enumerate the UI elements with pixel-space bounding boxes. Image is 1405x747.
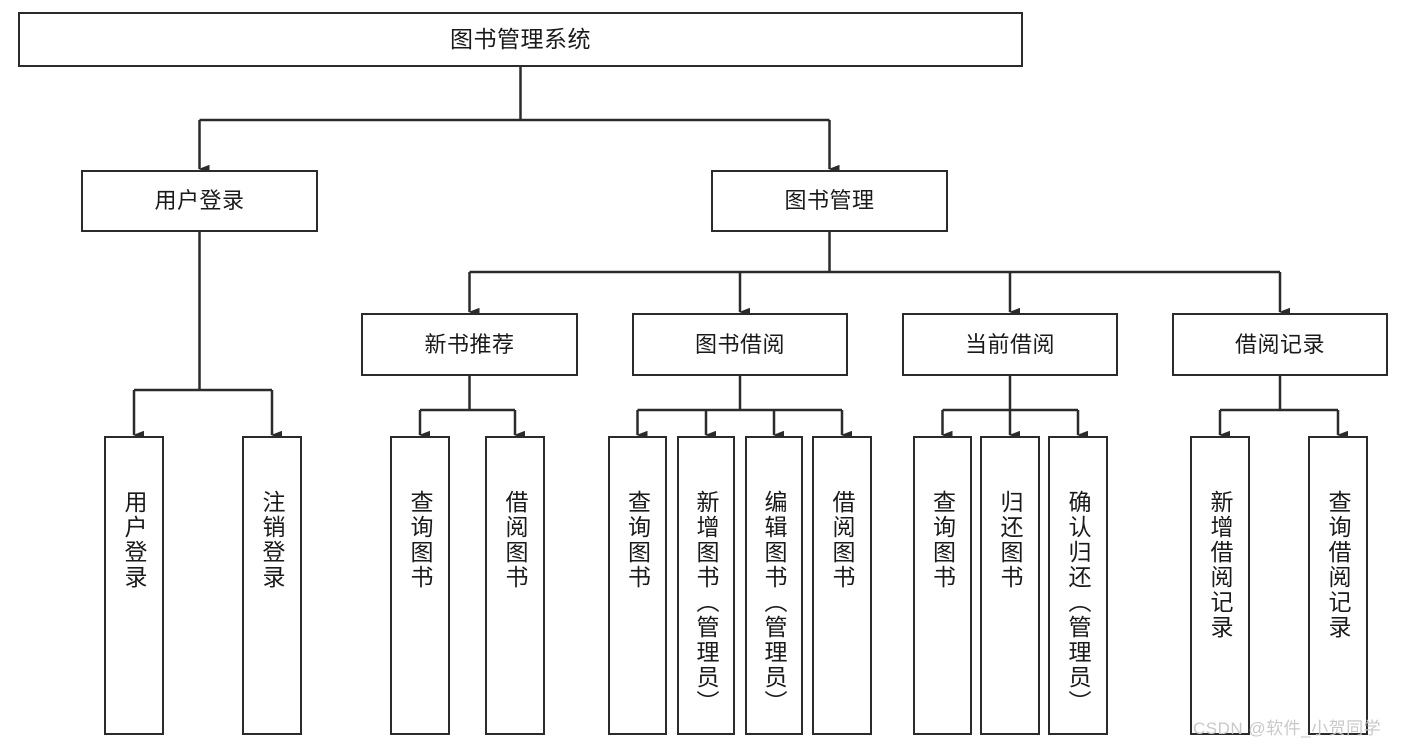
csdn-watermark: CSDN @软件_小贺同学: [1193, 719, 1382, 738]
node-label: 图书借阅: [694, 331, 785, 357]
node-label: 新增借阅记录: [1207, 490, 1234, 640]
edge-lines: [132, 67, 1348, 440]
node-label: 图书管理: [784, 188, 875, 214]
node-label: 归还图书: [997, 490, 1024, 590]
node-n7[interactable]: 用户登录: [104, 436, 164, 735]
node-n10[interactable]: 借阅图书: [485, 436, 545, 735]
node-n11[interactable]: 查询图书: [608, 436, 667, 735]
node-n18[interactable]: 新增借阅记录: [1190, 436, 1250, 735]
node-n4[interactable]: 图书借阅: [632, 313, 848, 376]
node-n16[interactable]: 归还图书: [980, 436, 1040, 735]
node-n17[interactable]: 确认归还（管理员）: [1048, 436, 1108, 735]
node-label: 查询图书: [929, 490, 956, 590]
node-n5[interactable]: 当前借阅: [902, 313, 1118, 376]
node-n14[interactable]: 借阅图书: [812, 436, 872, 735]
node-label: 图书管理系统: [450, 25, 591, 52]
node-label: 借阅图书: [829, 490, 856, 590]
node-n15[interactable]: 查询图书: [913, 436, 972, 735]
node-label: 用户登录: [121, 490, 148, 590]
node-n19[interactable]: 查询借阅记录: [1308, 436, 1368, 735]
node-n1[interactable]: 用户登录: [81, 170, 318, 232]
node-label: 借阅图书: [502, 490, 529, 590]
node-label: 新增图书（管理员）: [693, 490, 720, 715]
node-label: 查询图书: [407, 490, 434, 590]
node-label: 编辑图书（管理员）: [761, 490, 788, 715]
node-label: 用户登录: [154, 188, 245, 214]
node-label: 借阅记录: [1234, 331, 1325, 357]
node-n2[interactable]: 图书管理: [711, 170, 948, 232]
node-n13[interactable]: 编辑图书（管理员）: [745, 436, 803, 735]
node-n3[interactable]: 新书推荐: [361, 313, 578, 376]
node-n0[interactable]: 图书管理系统: [18, 12, 1023, 67]
node-label: 注销登录: [259, 490, 286, 590]
node-n8[interactable]: 注销登录: [242, 436, 302, 735]
node-label: 当前借阅: [964, 331, 1055, 357]
node-label: 查询借阅记录: [1325, 490, 1352, 640]
node-label: 查询图书: [624, 490, 651, 590]
node-n9[interactable]: 查询图书: [390, 436, 450, 735]
node-n6[interactable]: 借阅记录: [1172, 313, 1388, 376]
node-label: 新书推荐: [424, 331, 515, 357]
node-label: 确认归还（管理员）: [1065, 490, 1092, 715]
node-n12[interactable]: 新增图书（管理员）: [677, 436, 735, 735]
